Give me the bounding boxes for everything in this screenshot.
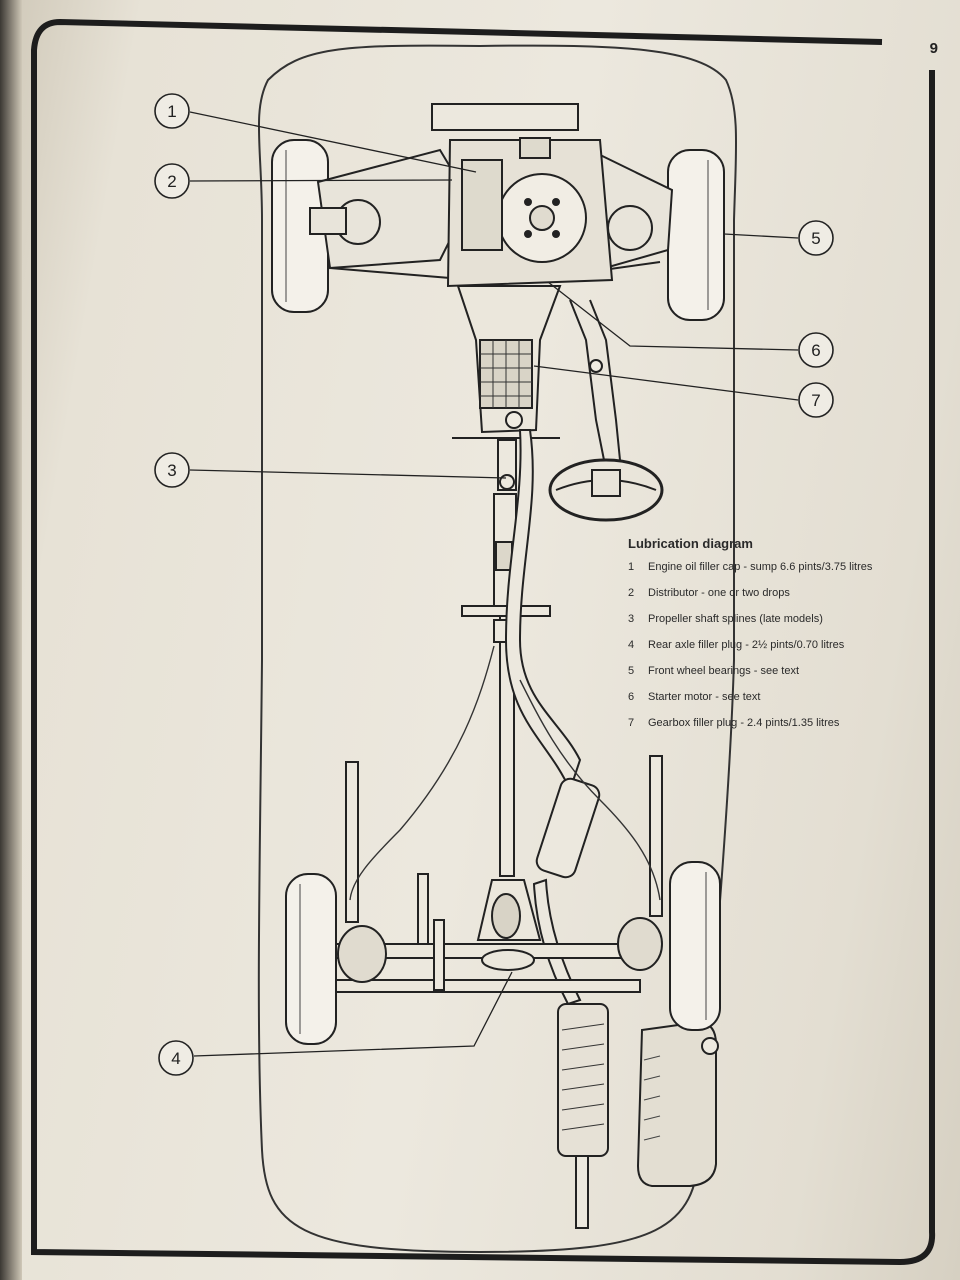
legend-item-text: Gearbox filler plug - 2.4 pints/1.35 lit…: [648, 717, 840, 729]
legend-item-number: 5: [628, 665, 635, 677]
book-spine-shadow: [0, 0, 22, 1280]
callout-1-label: 1: [167, 102, 176, 121]
legend-item: 4 Rear axle filler plug - 2½ pints/0.70 …: [628, 639, 928, 665]
rear-left-wheel: [285, 873, 337, 1045]
car-body-outline: [257, 44, 738, 1254]
callout-3: 3: [154, 452, 507, 488]
legend-item-number: 3: [628, 613, 635, 625]
callout-4: 4: [158, 971, 513, 1076]
callout-5: 5: [723, 220, 834, 256]
callout-5-label: 5: [811, 229, 820, 248]
steering-wheel: [548, 458, 664, 522]
legend-item-text: Propeller shaft splines (late models): [648, 613, 823, 625]
legend-item-number: 2: [628, 587, 635, 599]
legend-item-text: Rear axle filler plug - 2½ pints/0.70 li…: [648, 639, 845, 651]
legend-item-number: 4: [628, 639, 635, 651]
engine-block: [431, 103, 614, 288]
legend-item: 7 Gearbox filler plug - 2.4 pints/1.35 l…: [628, 717, 928, 743]
legend-item-number: 6: [628, 691, 635, 703]
legend-item-text: Distributor - one or two drops: [648, 587, 790, 599]
callout-4-label: 4: [171, 1049, 180, 1068]
rear-dampers: [345, 755, 663, 991]
callout-7: 7: [533, 365, 834, 418]
callout-3-label: 3: [167, 461, 176, 480]
fuel-tank: [636, 1020, 719, 1187]
legend-item-text: Engine oil filler cap - sump 6.6 pints/3…: [648, 561, 873, 573]
callout-1: 1: [154, 93, 477, 173]
exhaust-system: [504, 429, 609, 1229]
legend-item: 2 Distributor - one or two drops: [628, 587, 928, 613]
legend-item-text: Starter motor - see text: [648, 691, 761, 703]
legend-item-number: 1: [628, 561, 635, 573]
legend-item: 1 Engine oil filler cap - sump 6.6 pints…: [628, 561, 928, 587]
rear-right-wheel: [669, 861, 721, 1031]
legend-item: 3 Propeller shaft splines (late models): [628, 613, 928, 639]
gearbox: [452, 285, 562, 439]
brake-cables: [349, 645, 661, 901]
page-number: 9: [929, 40, 938, 57]
steering-column: [569, 299, 621, 461]
lubrication-legend: Lubrication diagram 1 Engine oil filler …: [628, 536, 928, 743]
legend-item-text: Front wheel bearings - see text: [648, 665, 800, 677]
legend-item: 5 Front wheel bearings - see text: [628, 665, 928, 691]
callout-2: 2: [154, 163, 453, 199]
legend-title: Lubrication diagram: [628, 536, 753, 551]
callout-2-label: 2: [167, 172, 176, 191]
callout-7-label: 7: [811, 391, 820, 410]
front-right-wheel: [667, 149, 725, 321]
callout-6-label: 6: [811, 341, 820, 360]
callout-6: 6: [547, 281, 834, 368]
page-frame: [31, 18, 936, 1266]
rear-axle: [335, 879, 663, 993]
legend-item: 6 Starter motor - see text: [628, 691, 928, 717]
legend-item-number: 7: [628, 717, 635, 729]
